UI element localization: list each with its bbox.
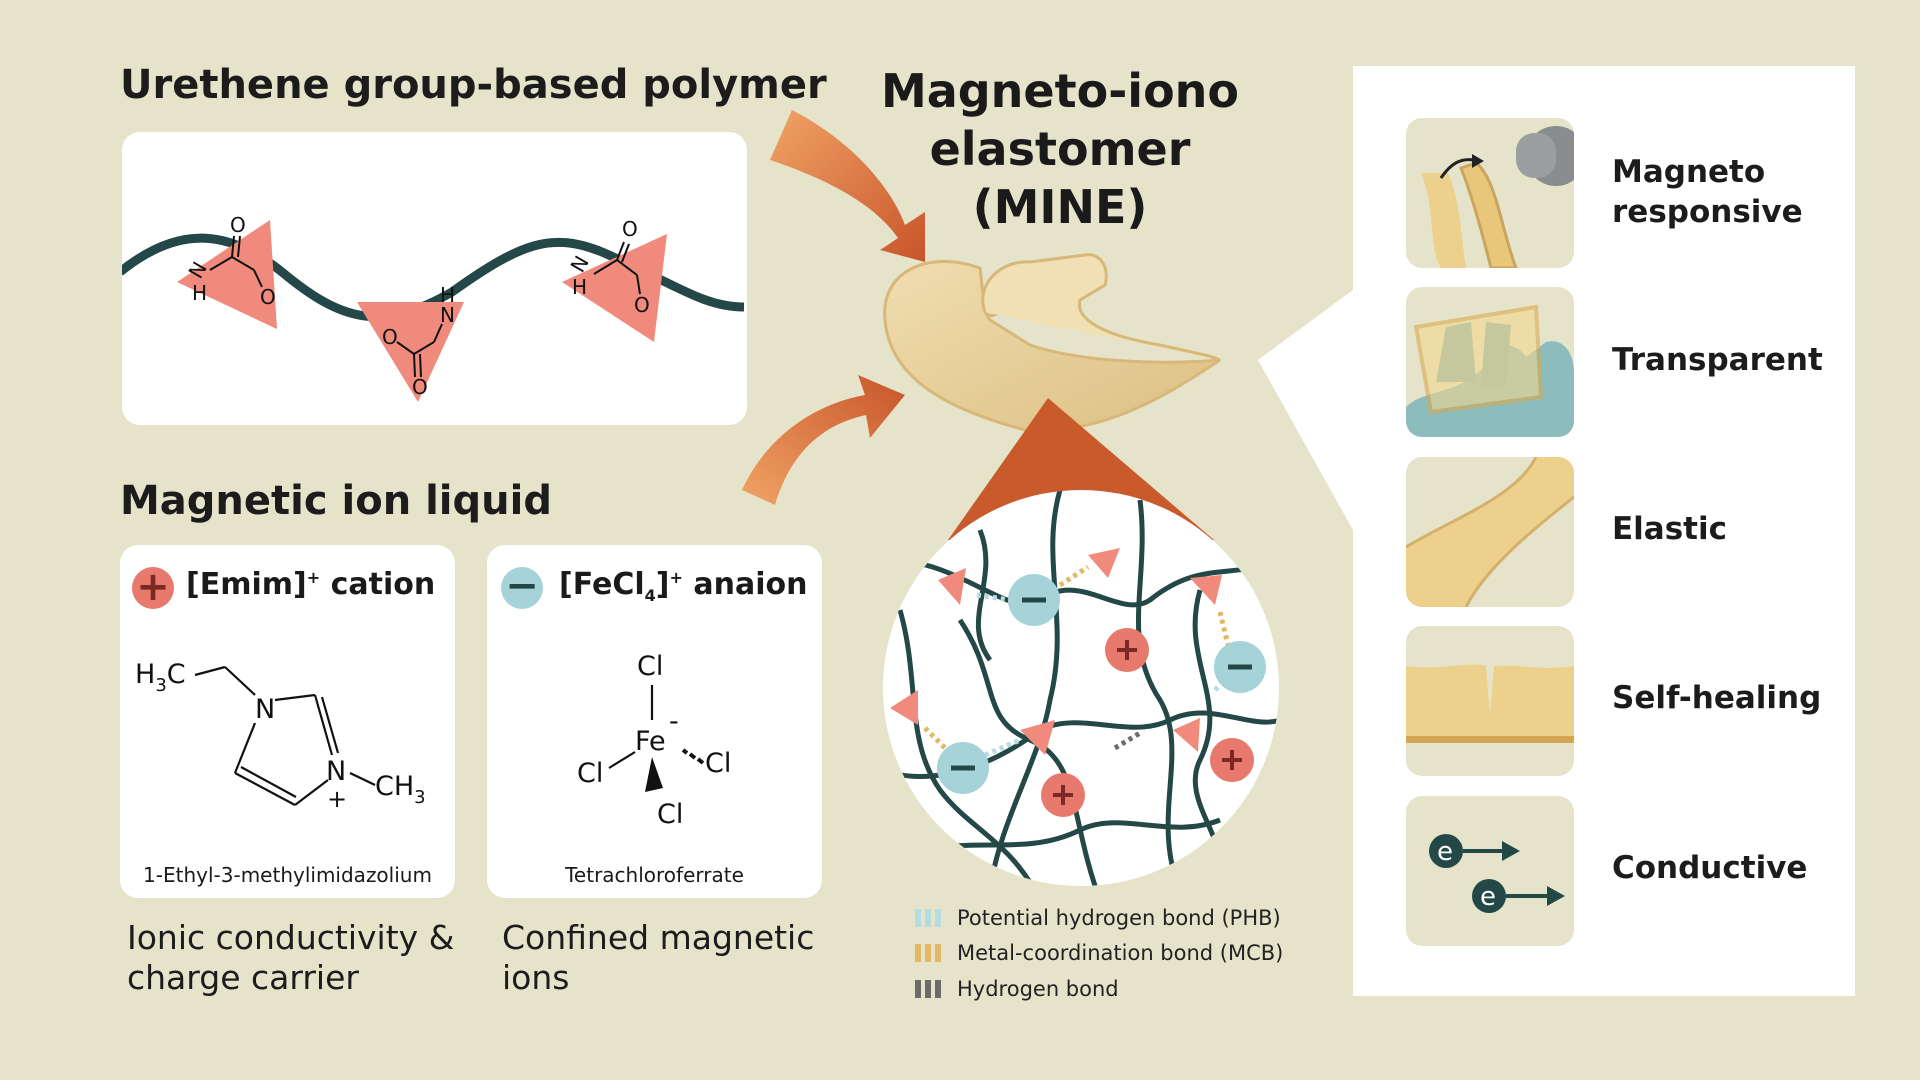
atom-o: O <box>412 375 428 399</box>
arrow-from-mil <box>742 375 905 505</box>
anion-suffix: anaion <box>682 567 808 602</box>
cation-desc-line1: Ionic conductivity & <box>127 918 455 957</box>
anion-name: Tetrachloroferrate <box>565 863 744 887</box>
electron-label: e <box>1437 837 1453 867</box>
mil-title: Magnetic ion liquid <box>120 478 552 524</box>
atom-n1: N <box>255 694 275 725</box>
atom-cl-left: Cl <box>577 758 603 789</box>
glove-film-icon <box>1406 304 1574 437</box>
tile-self-healing <box>1406 626 1574 776</box>
anion-formula-post: ] <box>655 567 670 602</box>
cation-formula: [Emim] <box>186 567 307 602</box>
atom-h: H <box>572 275 587 299</box>
anion-badge: − <box>501 566 543 609</box>
atom-o: O <box>382 325 398 349</box>
prop-label-self-healing: Self-healing <box>1612 680 1822 716</box>
swatch-color <box>915 909 941 927</box>
cation-name: 1-Ethyl-3-methylimidazolium <box>143 863 432 887</box>
anion-label: [FeCl4]+ anaion <box>559 567 807 605</box>
cation-card: + [Emim]+ cation H3C N N CH3 + 1-Ethyl-3… <box>120 545 455 898</box>
cation-badge: + <box>132 567 174 609</box>
atom-n: N <box>440 303 455 327</box>
mine-title-line3: (MINE) <box>972 180 1148 234</box>
mine-title: Magneto-iono elastomer (MINE) <box>860 62 1260 236</box>
anion-charge: + <box>669 568 683 587</box>
atom-ch3: CH3 <box>375 771 426 808</box>
emim-structure: H3C N N CH3 + <box>135 659 426 813</box>
urethane-chain-diagram: N H O O O N H O N H O O <box>117 213 745 402</box>
atom-h3c: H3C <box>135 659 186 696</box>
atom-o: O <box>260 285 276 309</box>
anion-desc-line1: Confined magnetic <box>502 918 815 957</box>
legend-swatch-phb <box>915 909 941 927</box>
prop-label-magneto-responsive: Magneto responsive <box>1612 152 1803 232</box>
cation-label: [Emim]+ cation <box>186 567 435 602</box>
urethane-group-3 <box>562 234 667 342</box>
legend-label-phb: Potential hydrogen bond (PHB) <box>957 906 1281 930</box>
cation-charge: + <box>306 568 321 587</box>
zoom-cone <box>948 398 1214 540</box>
panel-pointer <box>1258 290 1353 530</box>
atom-h: H <box>192 281 207 305</box>
mine-film <box>883 260 1221 432</box>
prop-label-line: responsive <box>1612 194 1803 230</box>
atom-cl-right: Cl <box>705 748 731 779</box>
prop-label-elastic: Elastic <box>1612 511 1727 547</box>
cation-suffix: cation <box>320 567 436 602</box>
cation-description: Ionic conductivity & charge carrier <box>127 918 454 998</box>
urethane-card: N H O O O N H O N H O O <box>117 132 747 425</box>
anion-card: − [FeCl4]+ anaion Cl Fe - Cl Cl Cl Tetra… <box>487 545 822 898</box>
urethane-title: Urethene group-based polymer <box>120 62 827 108</box>
zoom-circle <box>883 490 1279 886</box>
atom-o: O <box>622 217 638 241</box>
tile-conductive: e e <box>1406 796 1574 946</box>
atom-n2: N <box>326 756 346 787</box>
mine-film-top <box>981 253 1221 362</box>
electron-arrow-icon: e e <box>1429 834 1565 913</box>
legend-swatch-mcb <box>915 944 941 962</box>
atom-h: H <box>440 283 455 307</box>
mine-title-line1: Magneto-iono <box>880 64 1240 118</box>
anion-desc-line2: ions <box>502 958 570 997</box>
atom-fe-minus: - <box>669 706 679 737</box>
prop-label-line: Magneto <box>1612 154 1766 190</box>
atom-plus: + <box>327 785 347 813</box>
atom-o: O <box>230 213 246 237</box>
stretch-icon <box>1406 457 1574 607</box>
tile-elastic <box>1406 457 1574 607</box>
electron-label: e <box>1480 882 1496 912</box>
crack-heal-icon <box>1406 664 1574 743</box>
mine-title-line2: elastomer <box>929 122 1191 176</box>
anion-formula-sub: 4 <box>644 586 656 605</box>
legend-label-hb: Hydrogen bond <box>957 977 1119 1001</box>
anion-formula-pre: [FeCl <box>559 567 645 602</box>
atom-o: O <box>634 293 650 317</box>
prop-label-conductive: Conductive <box>1612 850 1808 886</box>
tile-magneto-responsive <box>1406 118 1574 268</box>
magnet-bend-icon <box>1421 126 1574 268</box>
anion-description: Confined magnetic ions <box>502 918 814 998</box>
urethane-group-1 <box>177 220 277 329</box>
cation-desc-line2: charge carrier <box>127 958 359 997</box>
legend-label-mcb: Metal-coordination bond (MCB) <box>957 941 1284 965</box>
tile-transparent <box>1406 287 1574 437</box>
fecl4-structure: Cl Fe - Cl Cl Cl <box>577 651 731 830</box>
atom-cl-bottom: Cl <box>657 799 683 830</box>
wedge-bond <box>645 757 663 792</box>
atom-fe: Fe <box>635 726 666 757</box>
prop-label-transparent: Transparent <box>1612 342 1823 378</box>
legend-swatch-hb <box>915 980 941 998</box>
atom-cl-top: Cl <box>637 651 663 682</box>
